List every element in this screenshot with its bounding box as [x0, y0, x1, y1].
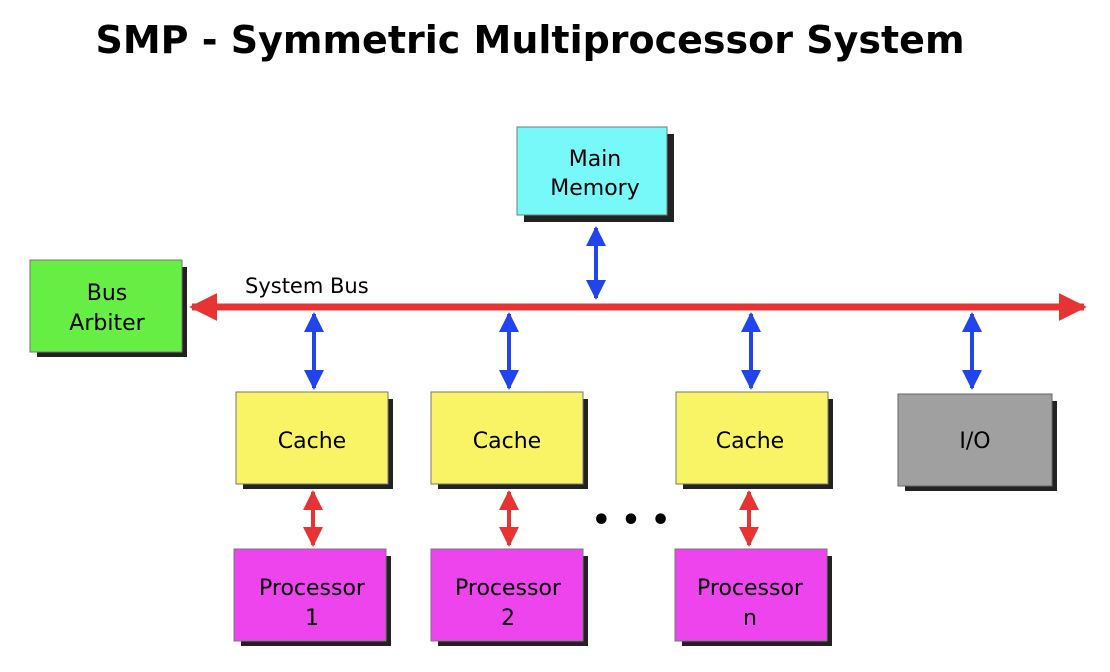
cache-box-n: Cache [675, 391, 833, 489]
processor-1-label-1: Processor [259, 576, 366, 601]
ellipsis: • • • [592, 503, 670, 538]
cache-label-2: Cache [473, 429, 541, 454]
processor-box-1: Processor 1 [233, 548, 391, 646]
processor-2-label-2: 2 [501, 606, 515, 631]
io-label: I/O [959, 429, 990, 454]
bus-arbiter-label-1: Bus [87, 281, 128, 306]
cache-label-1: Cache [278, 429, 346, 454]
diagram-title: SMP - Symmetric Multiprocessor System [95, 18, 965, 62]
processor-n-label-1: Processor [697, 576, 804, 601]
processor-box-2: Processor 2 [430, 548, 588, 646]
processor-2-label-1: Processor [455, 576, 562, 601]
processor-n-label-2: n [743, 606, 757, 631]
main-memory-label-2: Memory [550, 176, 639, 201]
bus-arbiter-label-2: Arbiter [69, 311, 145, 336]
cache-label-n: Cache [716, 429, 784, 454]
system-bus-label: System Bus [245, 274, 369, 298]
cache-box-2: Cache [430, 391, 588, 489]
bus-arbiter-box: Bus Arbiter [29, 259, 187, 357]
processor-1-label-2: 1 [305, 606, 319, 631]
main-memory-label-1: Main [569, 147, 622, 172]
main-memory-box: Main Memory [516, 126, 674, 222]
cache-box-1: Cache [235, 391, 393, 489]
io-box: I/O [897, 393, 1057, 491]
processor-box-n: Processor n [674, 548, 832, 646]
